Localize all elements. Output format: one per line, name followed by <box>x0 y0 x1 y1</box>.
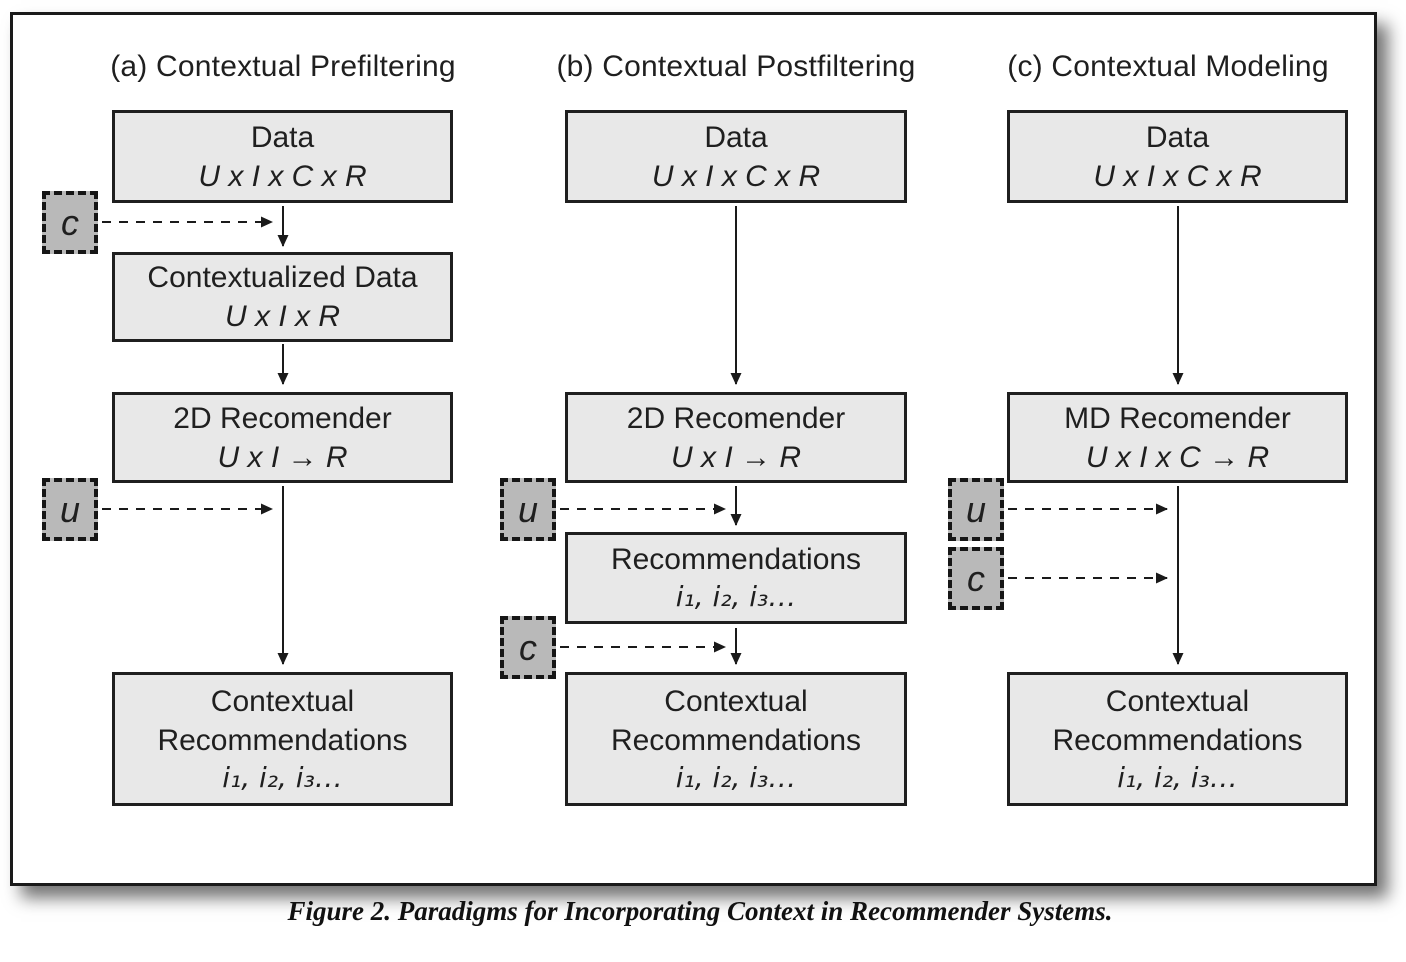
recommender-md-box-c-title: MD Recomender <box>1064 401 1291 435</box>
contextual-recommendations-c-line1: Contextual <box>1105 684 1250 718</box>
recommender-2d-box-a: 2D Recomender U x I → R <box>112 392 453 483</box>
data-box-a: Data U x I x C x R <box>112 110 453 203</box>
contextual-recommendations-box-c: Contextual Recommendations i₁, i₂, i₃… <box>1007 672 1348 806</box>
contextual-recommendations-a-line2: Recommendations <box>157 723 408 757</box>
figure-caption: Figure 2. Paradigms for Incorporating Co… <box>287 896 1113 926</box>
contextualized-data-box-a: Contextualized Data U x I x R <box>112 252 453 342</box>
contextualized-data-title: Contextualized Data <box>147 261 418 294</box>
contextual-recommendations-b-line1: Contextual <box>664 684 808 718</box>
contextual-recommendations-box-a: Contextual Recommendations i₁, i₂, i₃… <box>112 672 453 806</box>
data-box-c-formula: U x I x C x R <box>1093 159 1262 193</box>
contextual-recommendations-b-line2: Recommendations <box>610 723 862 757</box>
contextual-recommendations-a-items: i₁, i₂, i₃… <box>222 760 343 794</box>
contextual-recommendations-c-items: i₁, i₂, i₃… <box>1117 760 1238 794</box>
data-box-b-title: Data <box>704 120 768 154</box>
contextual-recommendations-box-b: Contextual Recommendations i₁, i₂, i₃… <box>565 672 907 806</box>
column-title-a: (a) Contextual Prefiltering <box>110 50 456 83</box>
contextual-recommendations-a-line1: Contextual <box>210 684 355 718</box>
recommender-2d-box-b-formula: U x I → R <box>670 440 801 474</box>
context-c-box-a: c <box>42 191 98 254</box>
recommender-md-box-c: MD Recomender U x I x C → R <box>1007 392 1348 483</box>
contextual-recommendations-c-line2: Recommendations <box>1052 723 1303 757</box>
data-box-a-formula: U x I x C x R <box>198 159 367 193</box>
contextualized-data-formula: U x I x R <box>224 300 340 333</box>
context-u-box-a: u <box>42 478 98 541</box>
column-title-c: (c) Contextual Modeling <box>1007 50 1329 83</box>
recommender-2d-box-a-title: 2D Recomender <box>173 401 392 435</box>
recommender-md-box-c-formula: U x I x C → R <box>1085 440 1270 474</box>
data-box-a-title: Data <box>250 120 315 154</box>
recommender-2d-box-b-title: 2D Recomender <box>626 401 846 435</box>
context-u-box-c: u <box>948 478 1004 541</box>
context-c-box-c: c <box>948 547 1004 610</box>
data-box-b-formula: U x I x C x R <box>651 159 821 193</box>
recommendations-box-b-items: i₁, i₂, i₃… <box>675 580 797 614</box>
data-box-c: Data U x I x C x R <box>1007 110 1348 203</box>
recommender-2d-box-b: 2D Recomender U x I → R <box>565 392 907 483</box>
column-title-b: (b) Contextual Postfiltering <box>556 50 916 83</box>
data-box-b: Data U x I x C x R <box>565 110 907 203</box>
context-u-box-b: u <box>500 478 556 541</box>
recommendations-box-b: Recommendations i₁, i₂, i₃… <box>565 532 907 624</box>
contextual-recommendations-b-items: i₁, i₂, i₃… <box>675 760 797 794</box>
data-box-c-title: Data <box>1145 120 1210 154</box>
context-c-box-b: c <box>500 616 556 679</box>
recommendations-box-b-title: Recommendations <box>610 543 862 577</box>
recommender-2d-box-a-formula: U x I → R <box>217 440 348 474</box>
